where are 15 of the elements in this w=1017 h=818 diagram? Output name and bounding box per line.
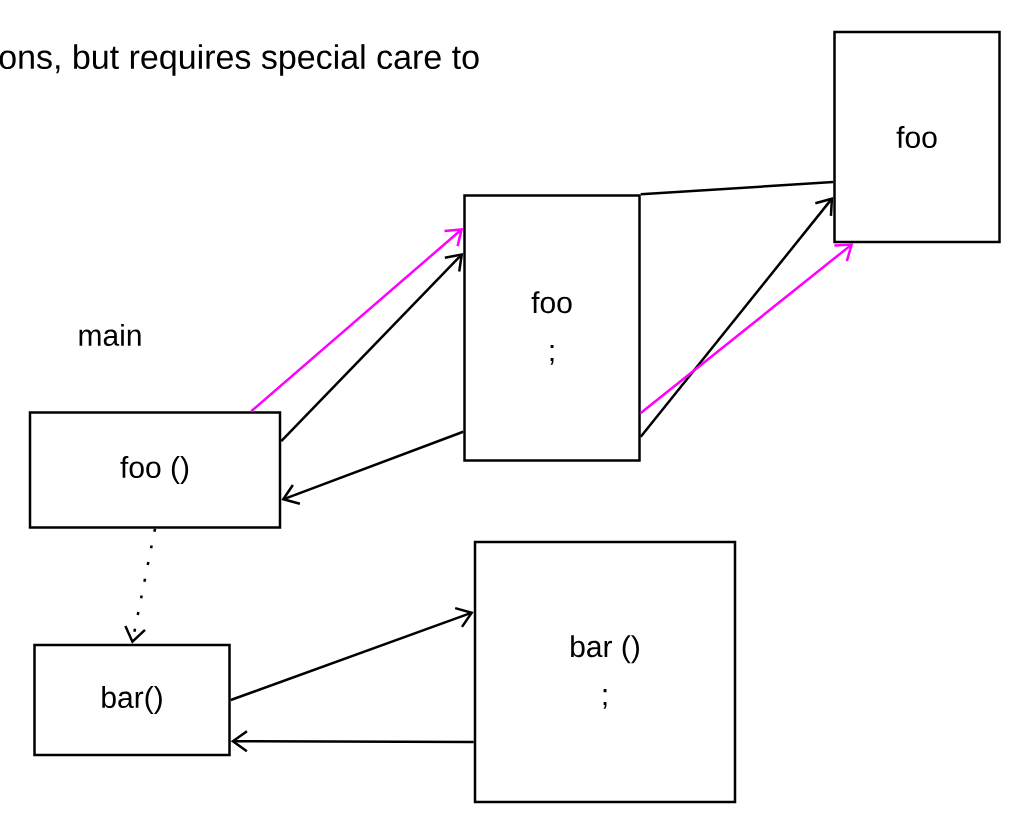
frame-box: foo — [833, 30, 1001, 244]
arrow — [639, 197, 834, 438]
frame-box: bar() — [33, 643, 231, 757]
arrow — [124, 528, 157, 644]
frame-box: bar () ; — [473, 540, 737, 804]
arrow — [230, 606, 474, 702]
arrow — [280, 253, 464, 443]
frame-box: foo () — [28, 411, 282, 529]
arrow — [230, 730, 474, 753]
heading-text: ons, but requires special care to — [0, 44, 479, 76]
arrow — [250, 228, 464, 413]
frame-label: main — [79, 324, 141, 346]
arrow — [281, 430, 464, 505]
arrow — [640, 243, 854, 414]
frame-box: foo ; — [463, 194, 641, 462]
